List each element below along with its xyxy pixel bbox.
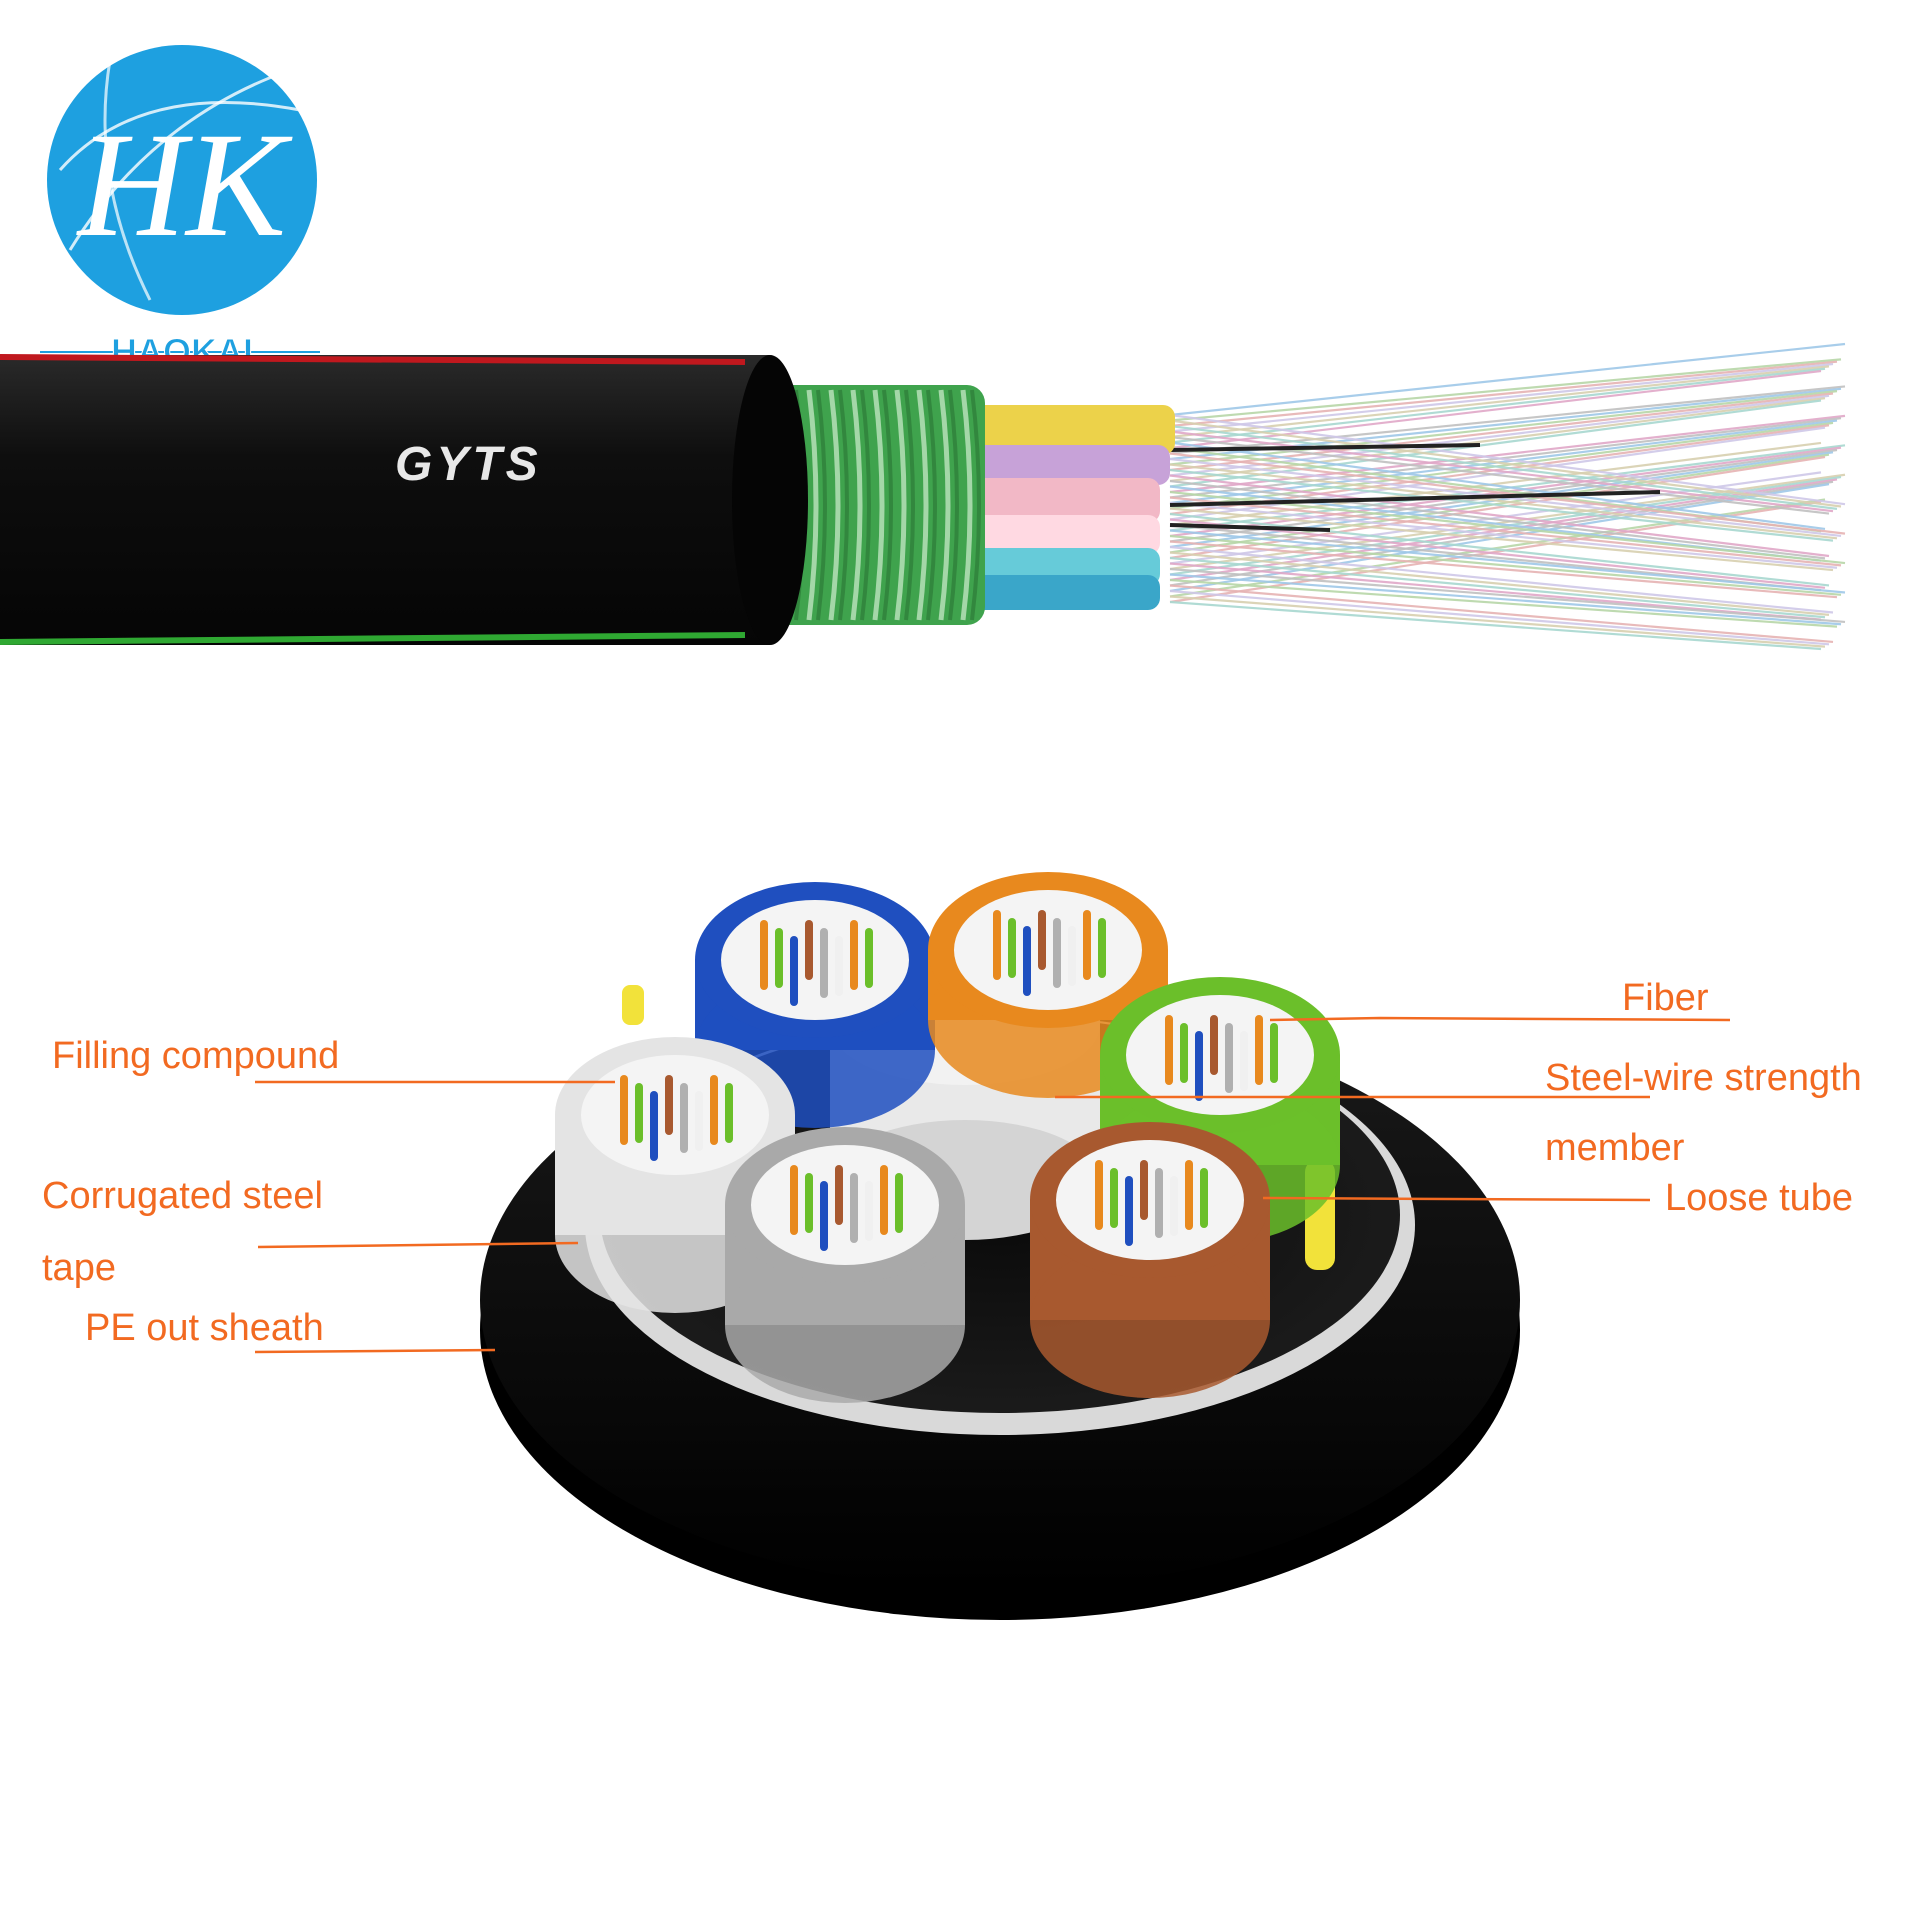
loose-tubes bbox=[555, 872, 1340, 1403]
logo-circle-icon bbox=[47, 45, 317, 315]
gray-tube bbox=[725, 1127, 965, 1403]
logo-monogram: HK bbox=[76, 102, 293, 268]
leader-pe-sheath bbox=[254, 1348, 496, 1354]
label-steel-wire-line2: member bbox=[1545, 1127, 1685, 1169]
label-loose-tube: Loose tube bbox=[1665, 1177, 1853, 1219]
fiber-strands bbox=[1169, 342, 1846, 651]
haokai-logo: HK HAOKAI bbox=[40, 45, 320, 373]
leader-corrugated-tape bbox=[257, 1241, 579, 1249]
cable-cross-section bbox=[480, 872, 1520, 1620]
label-corrugated-line2: tape bbox=[42, 1247, 116, 1289]
blue-tube bbox=[695, 882, 935, 1128]
label-fiber: Fiber bbox=[1622, 977, 1709, 1019]
leader-loose-tube bbox=[1262, 1196, 1651, 1202]
cable-side-view: GYTS bbox=[0, 342, 1846, 651]
label-filling-compound: Filling compound bbox=[52, 1035, 339, 1077]
cable-print-text: GYTS bbox=[395, 438, 542, 491]
outer-jacket: GYTS bbox=[0, 354, 808, 645]
tube-bundle bbox=[960, 405, 1175, 610]
label-steel-wire-line1: Steel-wire strength bbox=[1545, 1057, 1862, 1099]
label-pe-sheath: PE out sheath bbox=[85, 1307, 324, 1349]
leader-fiber bbox=[1269, 1016, 1731, 1022]
label-corrugated-line1: Corrugated steel bbox=[42, 1175, 323, 1217]
callouts: Fiber Filling compound Steel-wire streng… bbox=[42, 977, 1862, 1354]
brown-tube bbox=[1030, 1122, 1270, 1398]
